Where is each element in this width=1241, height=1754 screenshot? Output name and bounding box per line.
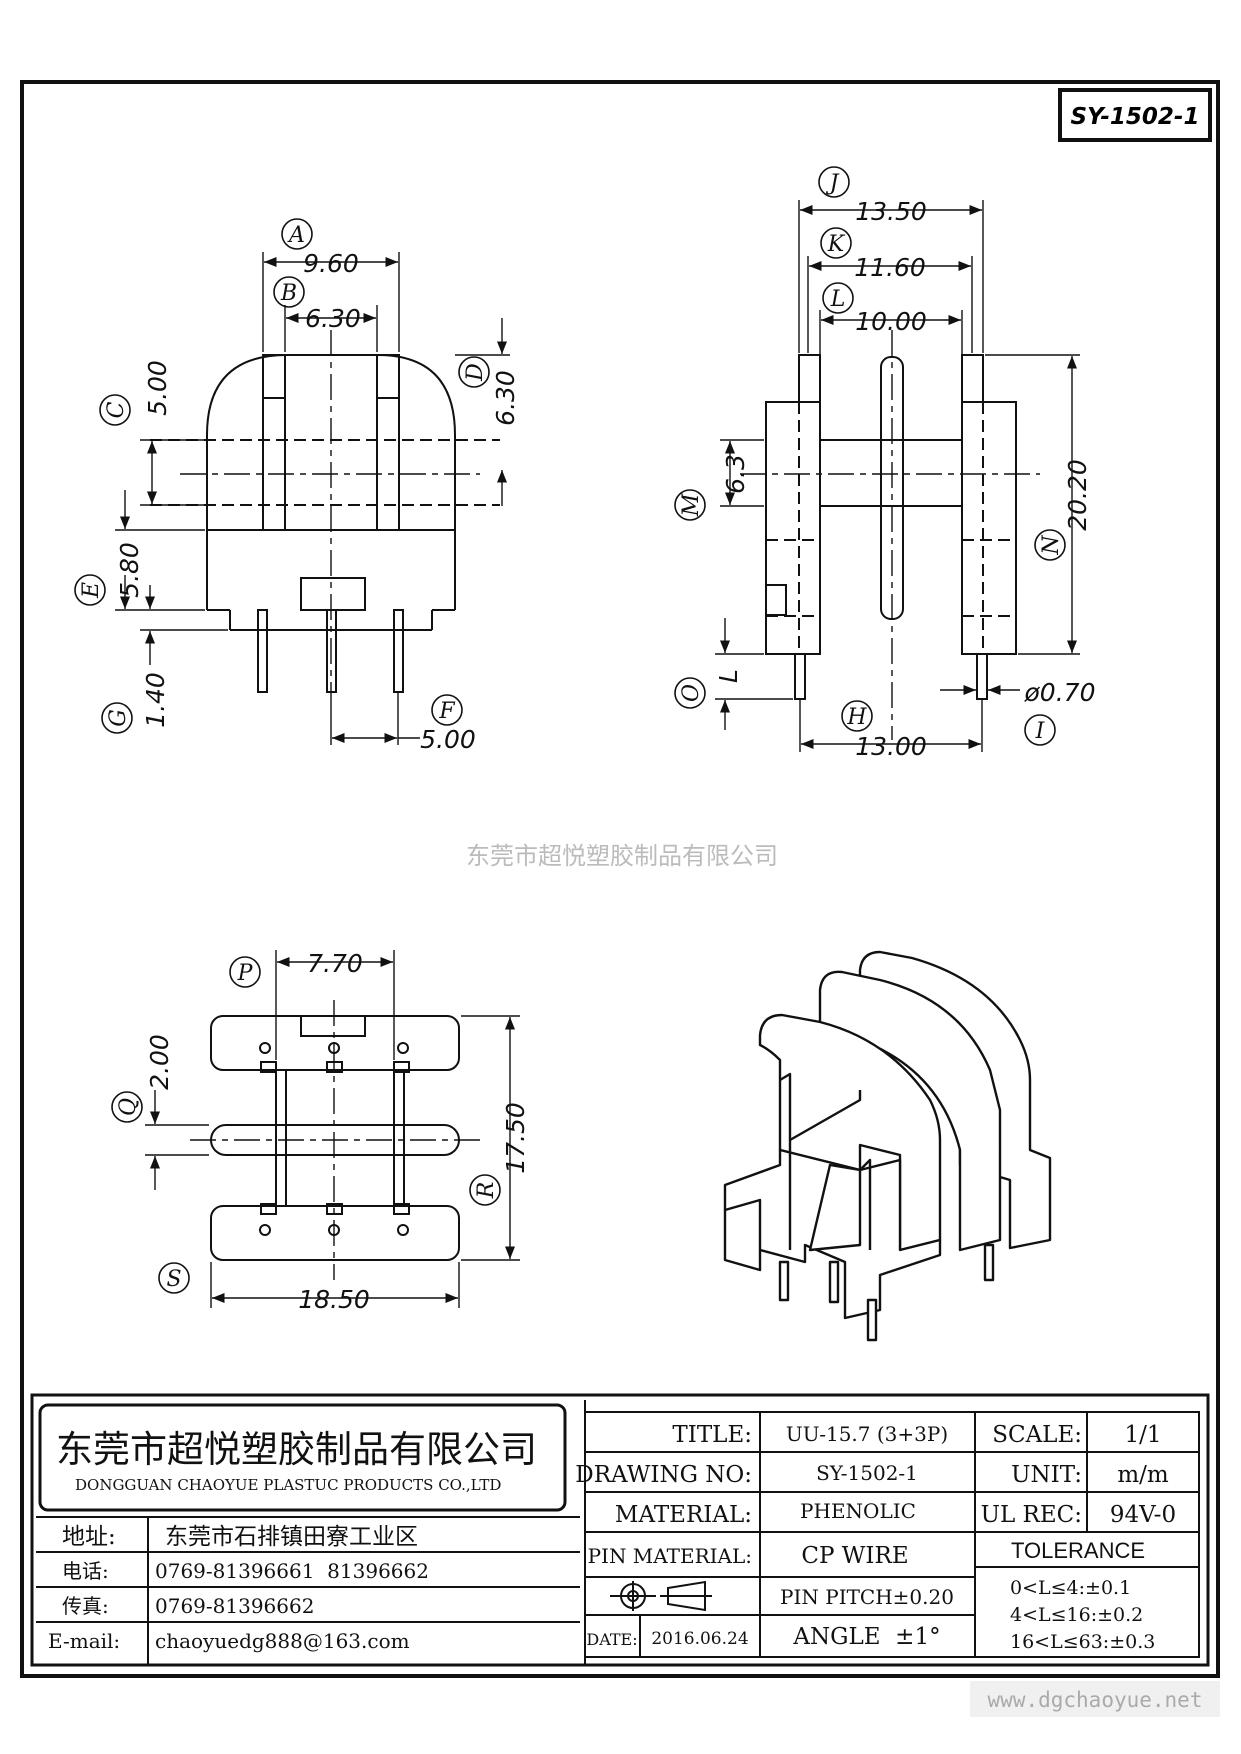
- phone-label: 电话:: [62, 1559, 109, 1583]
- dim-o: L: [714, 669, 743, 683]
- material-value: PHENOLIC: [800, 1499, 916, 1523]
- dim-d: 6.30: [491, 370, 520, 426]
- bottom-view: [190, 1000, 480, 1280]
- label-q: Q: [116, 1098, 141, 1116]
- label-r: R: [474, 1182, 499, 1200]
- tolerance-row-1: 0<L≤4:±0.1: [1010, 1577, 1131, 1599]
- unit-value: m/m: [1117, 1462, 1169, 1488]
- dim-n: 20.20: [1063, 459, 1092, 531]
- front-dimensions: [115, 252, 510, 745]
- scale-label: SCALE:: [992, 1422, 1082, 1448]
- ul-label: UL REC:: [981, 1502, 1082, 1528]
- pin-pitch: PIN PITCH±0.20: [780, 1585, 954, 1609]
- dim-r: 17.50: [501, 1102, 530, 1174]
- label-k: K: [827, 232, 846, 257]
- label-s: S: [166, 1267, 181, 1292]
- dim-j: 13.50: [855, 197, 927, 226]
- drawing-no-value: SY-1502-1: [816, 1461, 918, 1485]
- drawing-code-box: SY-1502-1: [1058, 88, 1212, 142]
- date-label: DATE:: [586, 1630, 637, 1649]
- front-view: [150, 330, 500, 700]
- drawing-border: [20, 80, 1220, 1678]
- dim-h: 13.00: [855, 732, 927, 761]
- isometric-view: [723, 950, 1052, 1342]
- drawing-no-label: DRAWING NO:: [575, 1462, 752, 1488]
- website-background: [970, 1681, 1220, 1717]
- dim-m: 6.3: [721, 454, 750, 494]
- dim-a: 9.60: [303, 249, 359, 278]
- fax-label: 传真:: [62, 1594, 109, 1618]
- address-label: 地址:: [62, 1524, 116, 1550]
- dim-b: 6.30: [305, 304, 361, 333]
- phone-value: 0769-81396661 81396662: [155, 1559, 429, 1583]
- label-l: L: [830, 287, 846, 312]
- unit-label: UNIT:: [1011, 1462, 1082, 1488]
- bottom-dim-labels: P 7.70 Q 2.00 R 17.50 S 18.50: [111, 949, 530, 1314]
- side-dim-labels: J 13.50 K 11.60 L 10.00 M 6.3 N 20.20 O …: [674, 166, 1096, 761]
- company-info: 东莞市超悦塑胶制品有限公司 DONGGUAN CHAOYUE PLASTUC P…: [48, 1428, 537, 1653]
- label-e: E: [79, 582, 104, 599]
- label-h: H: [846, 705, 867, 730]
- website-text: www.dgchaoyue.net: [988, 1688, 1203, 1712]
- ul-value: 94V-0: [1110, 1502, 1176, 1528]
- tolerance-row-2: 4<L≤16:±0.2: [1010, 1604, 1143, 1626]
- title-label: TITLE:: [672, 1422, 752, 1448]
- projection-symbol-icon: [610, 1580, 712, 1612]
- address-value: 东莞市石排镇田寮工业区: [165, 1524, 418, 1550]
- dim-c: 5.00: [143, 360, 172, 416]
- company-name-cn: 东莞市超悦塑胶制品有限公司: [56, 1428, 537, 1471]
- drawing-code: SY-1502-1: [1071, 104, 1200, 130]
- fax-value: 0769-81396662: [155, 1594, 314, 1618]
- label-c: C: [104, 401, 129, 418]
- label-n: N: [1039, 535, 1064, 556]
- email-value: chaoyuedg888@163.com: [155, 1629, 410, 1653]
- pin-material-value: CP WIRE: [801, 1543, 908, 1569]
- label-m: M: [679, 493, 704, 517]
- dim-k: 11.60: [854, 253, 926, 282]
- label-g: G: [106, 709, 131, 727]
- title-block-fields: TITLE: UU-15.7 (3+3P) SCALE: 1/1 DRAWING…: [575, 1422, 1176, 1653]
- angle: ANGLE ±1°: [792, 1624, 940, 1650]
- label-d: D: [463, 363, 488, 382]
- side-dimensions: [715, 200, 1080, 752]
- title-value: UU-15.7 (3+3P): [786, 1422, 948, 1446]
- dim-f: 5.00: [420, 725, 476, 754]
- label-f: F: [438, 699, 455, 724]
- dim-s: 18.50: [298, 1285, 370, 1314]
- dim-p: 7.70: [307, 949, 363, 978]
- label-a: A: [287, 223, 305, 248]
- dim-i: ø0.70: [1024, 678, 1096, 707]
- dim-q: 2.00: [145, 1034, 174, 1090]
- tolerance-row-3: 16<L≤63:±0.3: [1010, 1631, 1155, 1653]
- side-view: [740, 330, 1040, 740]
- material-label: MATERIAL:: [615, 1502, 752, 1528]
- label-i: I: [1035, 719, 1046, 744]
- title-block: [30, 1393, 1210, 1667]
- date-value: 2016.06.24: [651, 1629, 748, 1649]
- scale-value: 1/1: [1124, 1422, 1161, 1448]
- bottom-dimensions: [145, 950, 520, 1308]
- dim-l: 10.00: [855, 307, 927, 336]
- label-j: J: [826, 171, 840, 196]
- pin-material-label: PIN MATERIAL:: [588, 1544, 752, 1568]
- watermark-text: 东莞市超悦塑胶制品有限公司: [466, 842, 778, 870]
- company-name-en: DONGGUAN CHAOYUE PLASTUC PRODUCTS CO.,LT…: [75, 1476, 501, 1494]
- dim-g: 1.40: [141, 672, 170, 728]
- tolerance-label: TOLERANCE: [1011, 1538, 1145, 1563]
- label-b: B: [280, 281, 297, 306]
- label-o: O: [679, 684, 704, 702]
- label-p: P: [237, 961, 254, 986]
- front-dim-labels: A 9.60 B 6.30 C 5.00 D 6.30 E 5.80 G 1.4…: [74, 218, 520, 754]
- dim-e: 5.80: [115, 542, 144, 598]
- email-label: E-mail:: [48, 1629, 120, 1653]
